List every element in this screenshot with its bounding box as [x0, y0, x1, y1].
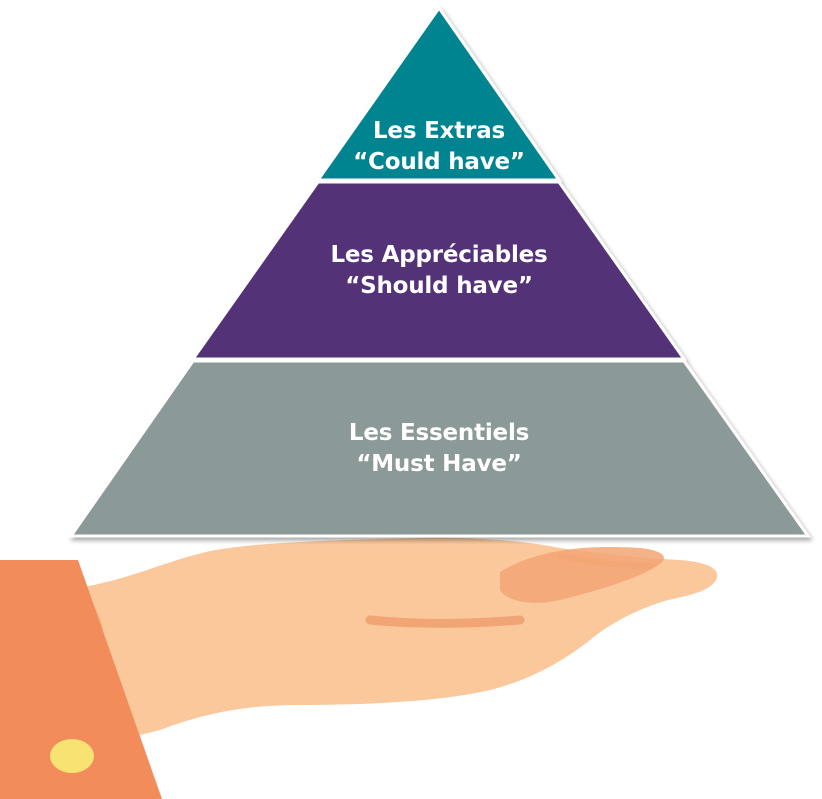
tier-subtitle-bottom: “Must Have” — [356, 451, 522, 477]
hand-crease — [557, 553, 653, 569]
pyramid-tier-bottom — [68, 359, 811, 538]
tier-title-middle: Les Appréciables — [330, 242, 548, 268]
tier-label-bottom: Les Essentiels “Must Have” — [259, 418, 619, 480]
tier-subtitle-middle: “Should have” — [345, 273, 533, 299]
tier-subtitle-top: “Could have” — [353, 149, 525, 175]
sleeve-cuff — [0, 560, 162, 799]
tier-label-middle: Les Appréciables “Should have” — [259, 240, 619, 302]
pyramid-tier-top — [315, 5, 562, 182]
pyramid-tier-middle — [190, 180, 687, 361]
hand-crease — [365, 615, 525, 628]
tier-label-top: Les Extras “Could have” — [259, 116, 619, 178]
cuff-button-icon — [50, 739, 94, 773]
hand-thumb — [500, 547, 664, 603]
tier-title-bottom: Les Essentiels — [348, 420, 530, 446]
open-hand-icon — [0, 537, 718, 799]
tier-title-top: Les Extras — [372, 118, 506, 144]
moscow-pyramid — [68, 5, 811, 538]
